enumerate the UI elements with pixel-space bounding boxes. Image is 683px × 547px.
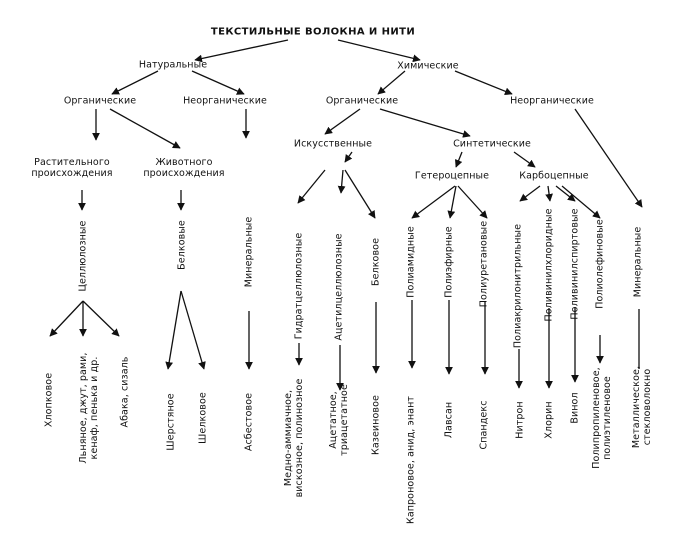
acetate-cellulose-group: Ацетилцеллюлозные	[333, 233, 345, 341]
connector-arrow-21	[447, 185, 457, 219]
diagram-title: ТЕКСТИЛЬНЫЕ ВОЛОКНА И НИТИ	[210, 26, 416, 38]
synthetic-category: Синтетические	[453, 138, 531, 150]
connector-arrow-18	[337, 169, 346, 194]
connector-arrow-25	[555, 185, 576, 202]
polyvinylchloride-group: Поливинилхлоридные	[543, 208, 555, 322]
fiber-capron: Капроновое, анид, энант	[405, 395, 417, 525]
polyacrylonitrile-group: Полиакрилонитрильные	[512, 223, 524, 349]
polyolefin-group: Полиолефиновые	[594, 219, 606, 309]
fiber-metal-glass-line2: стекловолокно	[642, 368, 653, 446]
fiber-bast: Льняное, джут, рами, кенаф, пенька и др.	[78, 352, 100, 463]
fiber-lavsan: Лавсан	[443, 401, 455, 439]
fiber-bast-line1: Льняное, джут, рами,	[78, 352, 89, 464]
fiber-vinol: Винол	[569, 392, 581, 424]
connector-arrow-14	[513, 151, 536, 168]
connector-arrow-7	[109, 108, 181, 149]
connector-arrow-23	[519, 185, 541, 202]
fiber-polypropylene: Полипропиленовое, полиэтиленовое	[591, 367, 613, 469]
connector-arrow-10	[379, 108, 471, 138]
fiber-abaca: Абака, сизаль	[119, 356, 131, 428]
fiber-spandex: Спандекс	[478, 400, 490, 450]
fiber-viscose: Медно-аммиачное, вискозное, полинозное	[283, 379, 305, 498]
fiber-viscose-line1: Медно-аммиачное,	[283, 389, 294, 487]
connector-arrow-4	[377, 70, 406, 95]
connector-arrow-20	[411, 185, 456, 219]
polyamide-group: Полиамидные	[405, 226, 417, 298]
connector-arrow-27	[49, 300, 84, 337]
hydrate-cellulose-group: Гидратцеллюлозные	[293, 232, 305, 340]
fiber-acetate: Ацетатное, триацетатное	[328, 384, 350, 456]
connector-arrow-3	[191, 70, 245, 95]
cellulose-group: Целлюлозные	[77, 220, 89, 292]
polyvinylalcohol-group: Поливинилспиртовые	[569, 208, 581, 320]
plant-origin: Растительного происхождения	[31, 157, 112, 179]
artificial-category: Искусственные	[293, 138, 373, 150]
natural-organic: Органические	[63, 95, 137, 107]
fiber-polypropylene-line1: Полипропиленовое,	[591, 367, 602, 469]
natural-inorganic: Неорганические	[183, 95, 267, 107]
connector-arrow-0	[194, 39, 289, 63]
animal-origin-line2: происхождения	[143, 168, 225, 179]
fiber-silk: Шелковое	[197, 392, 209, 444]
connector-arrow-24	[545, 185, 553, 202]
chemical-inorganic: Неорганические	[510, 95, 594, 107]
connector-arrow-12	[344, 151, 353, 163]
chemical-organic: Органические	[325, 95, 399, 107]
fiber-bast-line2: кенаф, пенька и др.	[89, 356, 100, 460]
fiber-wool: Шерстяное	[165, 393, 177, 451]
mineral-chemical-group: Минеральные	[632, 226, 644, 298]
plant-origin-line2: происхождения	[31, 168, 113, 179]
connector-arrow-26	[561, 185, 601, 219]
connector-arrow-17	[297, 169, 326, 204]
connector-arrow-29	[82, 300, 120, 337]
connector-arrow-13	[454, 151, 463, 168]
fiber-chlorin: Хлорин	[543, 401, 555, 439]
connector-arrow-30	[165, 290, 182, 370]
animal-origin-line1: Животного	[155, 157, 213, 168]
connector-arrow-2	[111, 70, 159, 95]
connector-arrow-31	[180, 290, 206, 370]
fiber-viscose-line2: вискозное, полинозное	[294, 378, 305, 498]
connector-arrow-1	[337, 39, 421, 63]
connector-arrow-9	[324, 108, 361, 135]
fiber-metal-glass: Металлическое, стекловолокно	[631, 366, 653, 448]
fiber-casein: Казеиновое	[370, 395, 382, 455]
protein-group: Белковые	[176, 220, 188, 270]
connector-arrow-11	[574, 108, 643, 208]
fiber-metal-glass-line1: Металлическое,	[631, 365, 642, 449]
fiber-polypropylene-line2: полиэтиленовое	[602, 376, 613, 460]
fiber-nitron: Нитрон	[514, 401, 526, 439]
protein-artificial-group: Белковое	[370, 237, 382, 287]
plant-origin-line1: Растительного	[34, 157, 110, 168]
fiber-acetate-line2: триацетатное	[339, 384, 350, 456]
connector-arrow-19	[344, 169, 376, 219]
category-natural: Натуральные	[138, 59, 208, 71]
category-chemical: Химические	[397, 60, 459, 72]
polyester-group: Полиэфирные	[443, 226, 455, 298]
animal-origin: Животного происхождения	[143, 157, 224, 179]
polyurethane-group: Полиуретановые	[478, 220, 490, 308]
fiber-asbestos: Асбестовое	[243, 392, 255, 452]
carbochain-category: Карбоцепные	[519, 170, 589, 182]
connector-arrow-5	[454, 70, 513, 95]
fiber-acetate-line1: Ацетатное,	[328, 391, 339, 449]
connector-arrow-22	[457, 185, 488, 219]
mineral-natural-group: Минеральные	[243, 216, 255, 288]
heterochain-category: Гетероцепные	[414, 170, 490, 182]
fiber-cotton: Хлопковое	[43, 372, 55, 428]
